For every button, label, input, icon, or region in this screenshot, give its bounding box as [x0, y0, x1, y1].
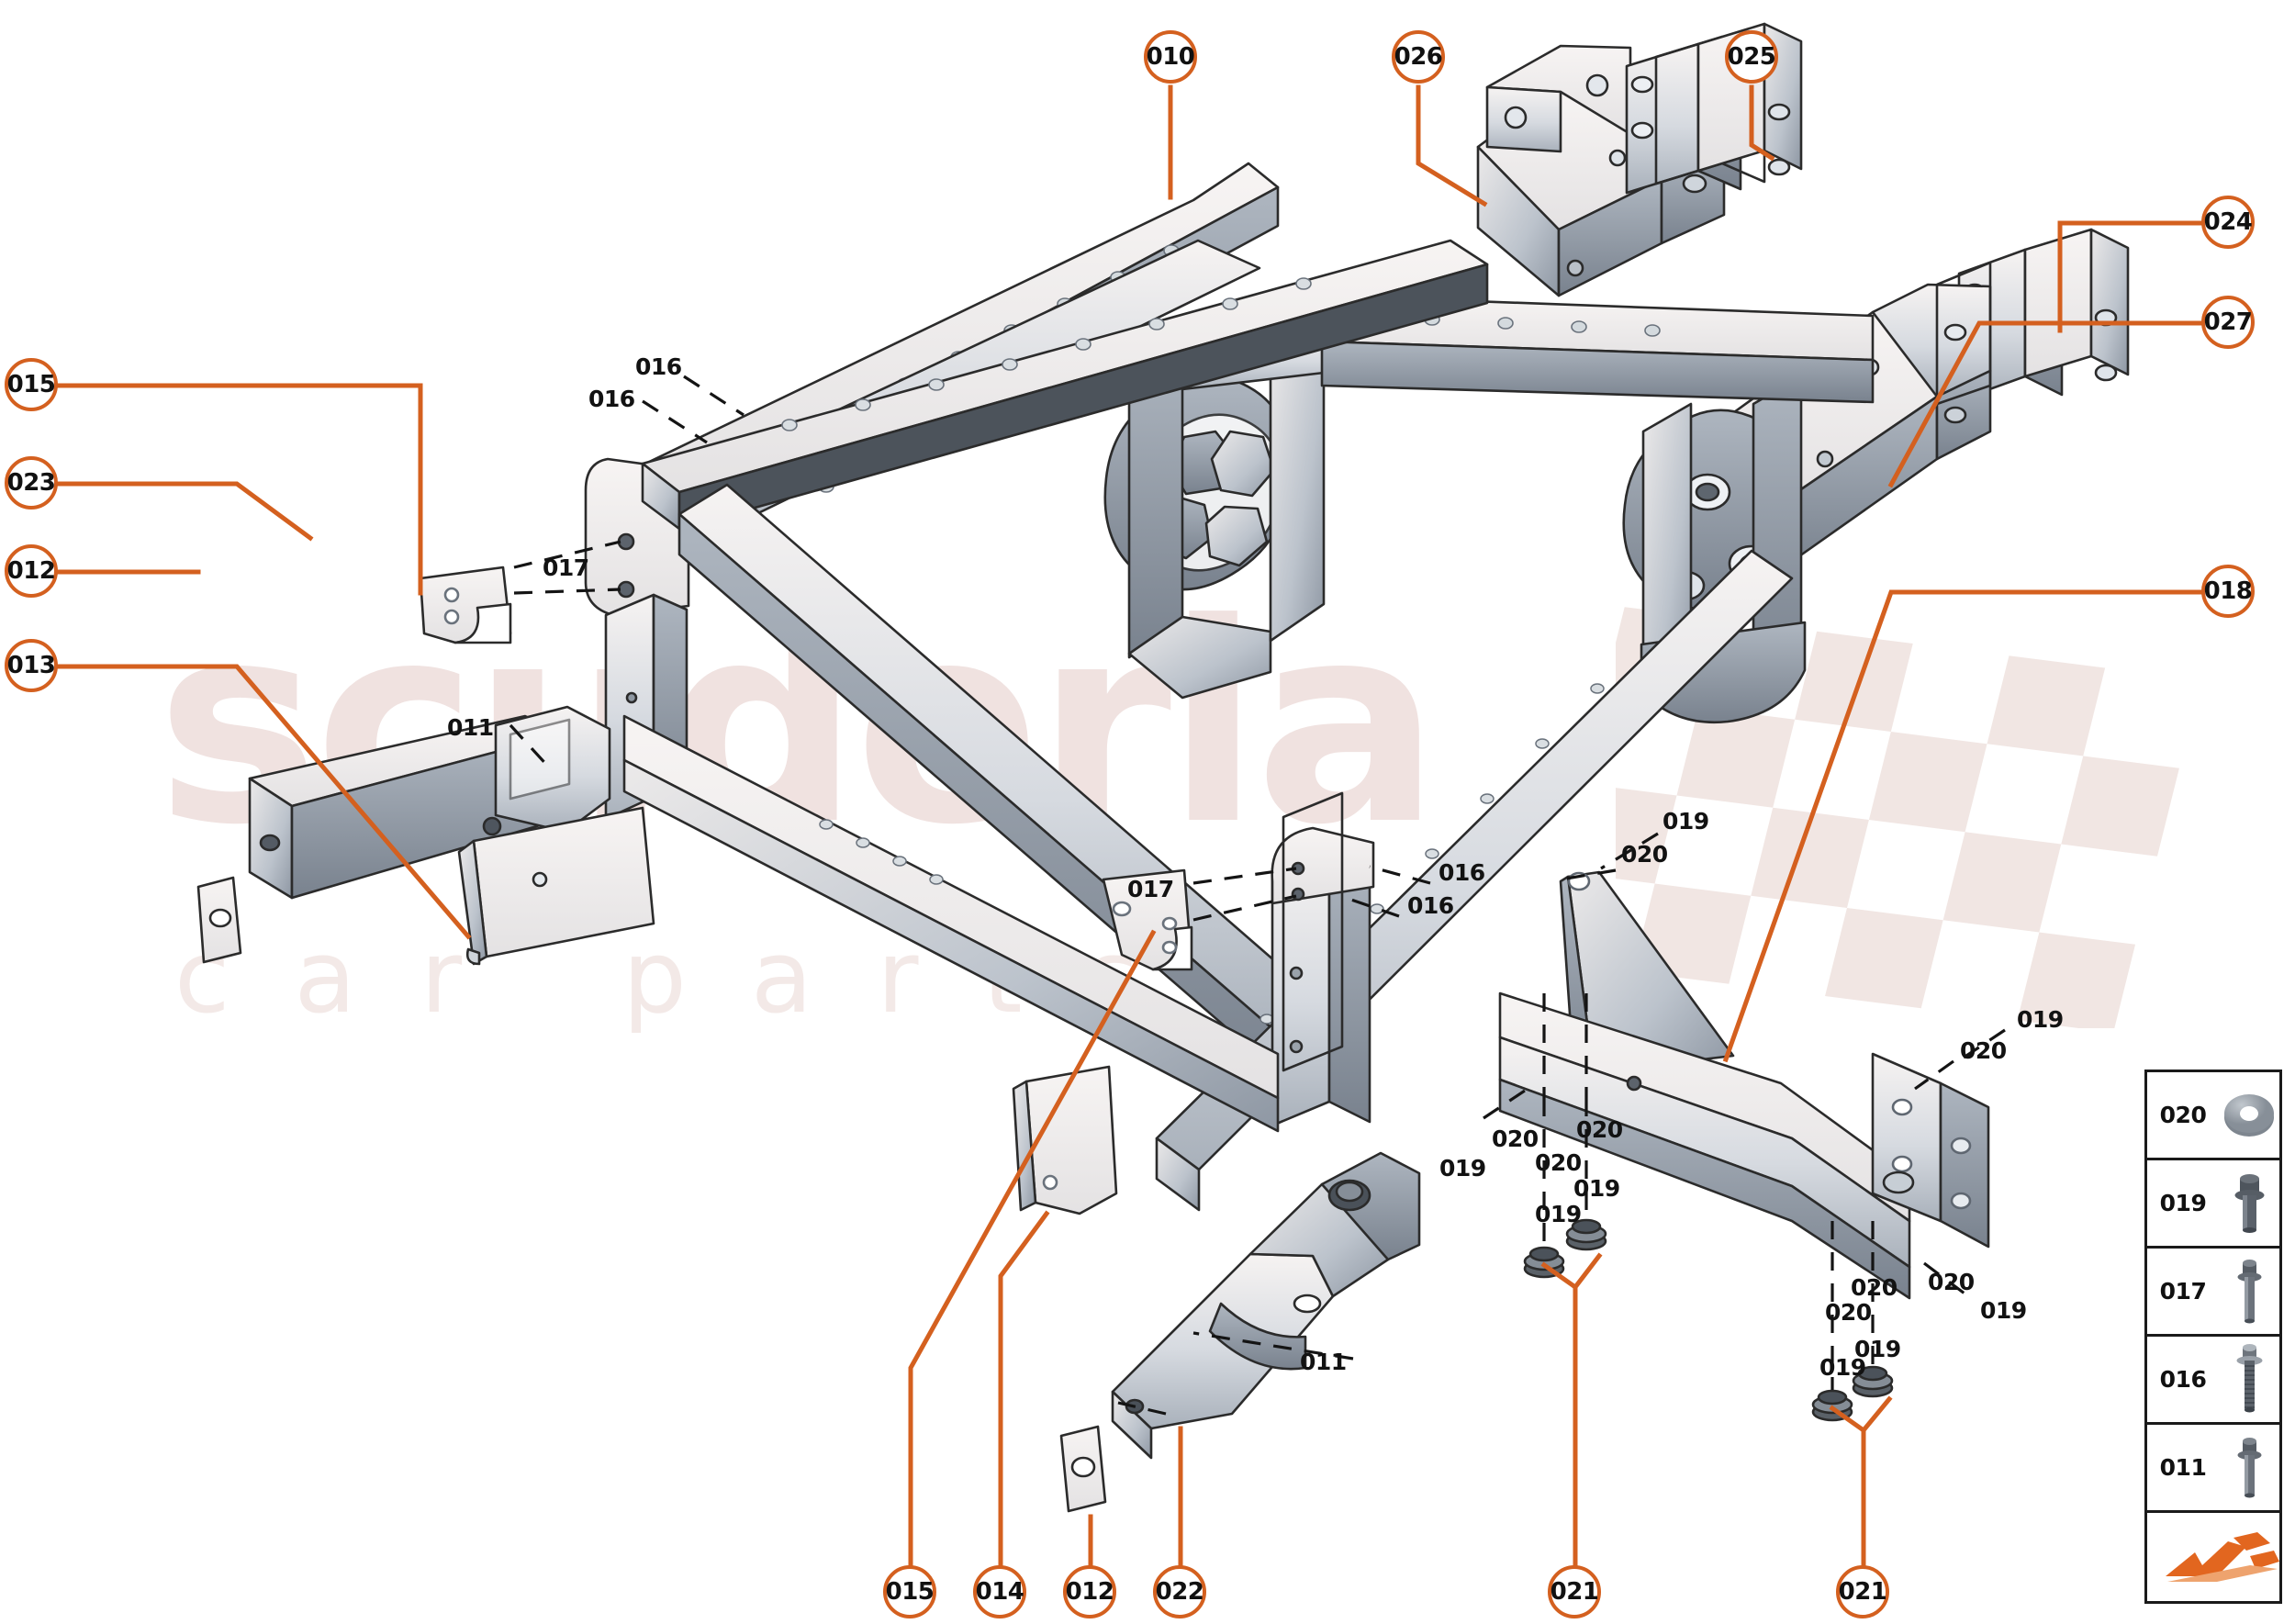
legend-row-011[interactable]: 011 [2147, 1425, 2279, 1513]
callout-023-label: 023 [6, 469, 56, 497]
callout-022[interactable]: 022 [1153, 1565, 1206, 1618]
part-label-020-g3: 020 [1535, 1149, 1582, 1176]
callout-021-right-label: 021 [1838, 1578, 1887, 1606]
callout-025-label: 025 [1727, 43, 1776, 71]
washer-icon [2219, 1072, 2279, 1158]
callout-015-left[interactable]: 015 [5, 358, 58, 411]
part-label-016-c-text: 016 [1439, 859, 1485, 886]
part-label-019-top-text: 019 [1662, 808, 1709, 834]
callout-015-bottom-label: 015 [885, 1578, 935, 1606]
callout-015-bottom[interactable]: 015 [883, 1565, 936, 1618]
callout-018[interactable]: 018 [2201, 565, 2255, 618]
part-label-019-right: 019 [2017, 1006, 2064, 1033]
part-label-020-g1-text: 020 [1492, 1126, 1539, 1152]
part-label-011-b-text: 011 [1300, 1349, 1347, 1375]
callout-021-left-label: 021 [1550, 1578, 1599, 1606]
part-label-019-top: 019 [1662, 808, 1709, 834]
part-label-020-g3-text: 020 [1535, 1149, 1582, 1176]
part-label-019-h1: 019 [1980, 1297, 2027, 1324]
part-label-019-g2: 019 [1573, 1175, 1620, 1202]
part-label-019-h2: 019 [1854, 1336, 1901, 1362]
callout-012-left-label: 012 [6, 557, 56, 585]
part-label-020-h3-text: 020 [1825, 1299, 1872, 1326]
legend-number-017: 017 [2159, 1278, 2207, 1305]
part-label-017-a: 017 [543, 554, 589, 581]
callout-023[interactable]: 023 [5, 456, 58, 510]
callout-018-label: 018 [2203, 577, 2253, 605]
legend-row-brand [2147, 1513, 2279, 1601]
part-label-020-h2: 020 [1928, 1269, 1975, 1295]
callout-013[interactable]: 013 [5, 639, 58, 692]
legend-row-019[interactable]: 019 [2147, 1160, 2279, 1249]
callout-012-left[interactable]: 012 [5, 544, 58, 598]
part-label-019-h2-text: 019 [1854, 1336, 1901, 1362]
part-label-011-a: 011 [447, 714, 494, 741]
bolt-icon [2219, 1249, 2279, 1334]
part-label-017-b-text: 017 [1127, 876, 1174, 902]
part-label-020-right: 020 [1960, 1037, 2007, 1064]
part-label-019-h3-text: 019 [1819, 1354, 1866, 1381]
part-label-020-top-text: 020 [1621, 841, 1668, 868]
part-label-020-g2-text: 020 [1576, 1116, 1623, 1143]
part-label-020-h1: 020 [1851, 1274, 1898, 1301]
part-label-019-h1-text: 019 [1980, 1297, 2027, 1324]
part-label-016-a-text: 016 [635, 353, 682, 380]
callout-021-left[interactable]: 021 [1548, 1565, 1601, 1618]
callout-012-bottom-label: 012 [1065, 1578, 1114, 1606]
hex-flange-bolt-icon [2219, 1160, 2279, 1246]
callout-024-label: 024 [2203, 208, 2253, 236]
part-label-016-d: 016 [1407, 892, 1454, 919]
part-label-019-g1-text: 019 [1439, 1155, 1486, 1182]
part-label-020-top: 020 [1621, 841, 1668, 868]
callout-027-label: 027 [2203, 308, 2253, 336]
part-label-016-b: 016 [588, 386, 635, 412]
legend-number-011: 011 [2159, 1454, 2207, 1481]
part-label-019-g3-text: 019 [1535, 1201, 1582, 1227]
legend-row-020[interactable]: 020 [2147, 1072, 2279, 1160]
part-label-016-c: 016 [1439, 859, 1485, 886]
callout-024[interactable]: 024 [2201, 196, 2255, 249]
callout-014-label: 014 [975, 1578, 1024, 1606]
part-label-017-b: 017 [1127, 876, 1174, 902]
hardware-legend: 020 019 [2144, 1070, 2282, 1604]
callout-027[interactable]: 027 [2201, 296, 2255, 349]
callout-022-label: 022 [1155, 1578, 1204, 1606]
callout-010-label: 010 [1146, 43, 1195, 71]
part-label-019-g3: 019 [1535, 1201, 1582, 1227]
part-label-016-d-text: 016 [1407, 892, 1454, 919]
part-label-020-h1-text: 020 [1851, 1274, 1898, 1301]
part-label-011-a-text: 011 [447, 714, 494, 741]
part-label-020-g1: 020 [1492, 1126, 1539, 1152]
part-label-020-h2-text: 020 [1928, 1269, 1975, 1295]
callout-012-bottom[interactable]: 012 [1063, 1565, 1116, 1618]
part-label-019-right-text: 019 [2017, 1006, 2064, 1033]
callout-026[interactable]: 026 [1392, 30, 1445, 84]
legend-number-016: 016 [2159, 1366, 2207, 1393]
part-label-019-g1: 019 [1439, 1155, 1486, 1182]
part-label-011-b: 011 [1300, 1349, 1347, 1375]
legend-number-019: 019 [2159, 1190, 2207, 1216]
callout-015-left-label: 015 [6, 371, 56, 398]
callout-021-right[interactable]: 021 [1836, 1565, 1889, 1618]
bolt-icon [2219, 1425, 2279, 1510]
callout-025[interactable]: 025 [1725, 30, 1778, 84]
legend-row-016[interactable]: 016 [2147, 1337, 2279, 1425]
threaded-bolt-icon [2219, 1337, 2279, 1422]
part-label-020-g2: 020 [1576, 1116, 1623, 1143]
part-label-016-a: 016 [635, 353, 682, 380]
part-label-020-right-text: 020 [1960, 1037, 2007, 1064]
callout-010[interactable]: 010 [1144, 30, 1197, 84]
legend-number-020: 020 [2159, 1102, 2207, 1128]
part-label-017-a-text: 017 [543, 554, 589, 581]
part-label-019-h3: 019 [1819, 1354, 1866, 1381]
part-label-019-g2-text: 019 [1573, 1175, 1620, 1202]
legend-row-017[interactable]: 017 [2147, 1249, 2279, 1337]
part-label-020-h3: 020 [1825, 1299, 1872, 1326]
part-label-016-b-text: 016 [588, 386, 635, 412]
brand-arrow-icon [2166, 1513, 2279, 1601]
callout-013-label: 013 [6, 652, 56, 679]
callout-026-label: 026 [1394, 43, 1443, 71]
callout-014[interactable]: 014 [973, 1565, 1026, 1618]
